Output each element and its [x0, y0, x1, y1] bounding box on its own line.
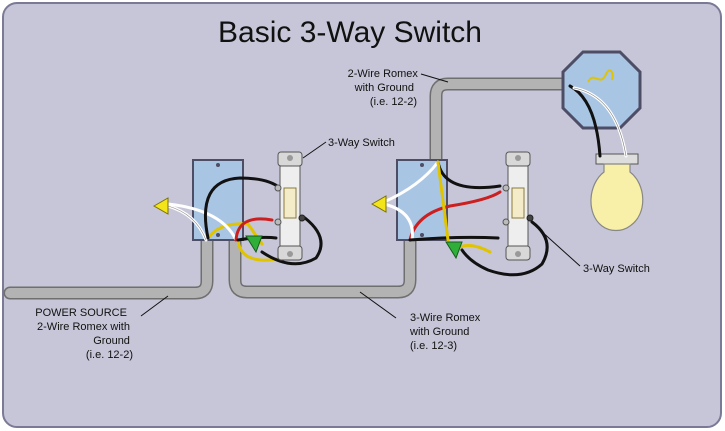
light-bulb-icon [590, 153, 644, 232]
romex-top-label: 2-Wire Romex with Ground (i.e. 12-2) [348, 68, 421, 108]
power-source-label: POWER SOURCE 2-Wire Romex with Ground (i… [35, 307, 133, 361]
wire-nut-icon [245, 235, 263, 254]
wire-nut-icon [152, 197, 169, 215]
right-switch-label: 3-Way Switch [583, 263, 650, 275]
leader-lines [140, 73, 581, 319]
electrical-box-icon [192, 159, 244, 241]
diagram-title: Basic 3-Way Switch [218, 16, 482, 49]
three-way-switch-icon [274, 151, 306, 261]
three-way-switch-icon [502, 151, 534, 261]
light-wires [568, 84, 628, 158]
left-switch-label: 3-Way Switch [328, 137, 395, 149]
right-box-wires [382, 160, 549, 277]
romex-cables [3, 77, 582, 300]
wire-nut-icon [370, 195, 387, 213]
wire-nut-icon [445, 241, 463, 260]
romex-bottom-label: 3-Wire Romex with Ground (i.e. 12-3) [409, 312, 483, 352]
